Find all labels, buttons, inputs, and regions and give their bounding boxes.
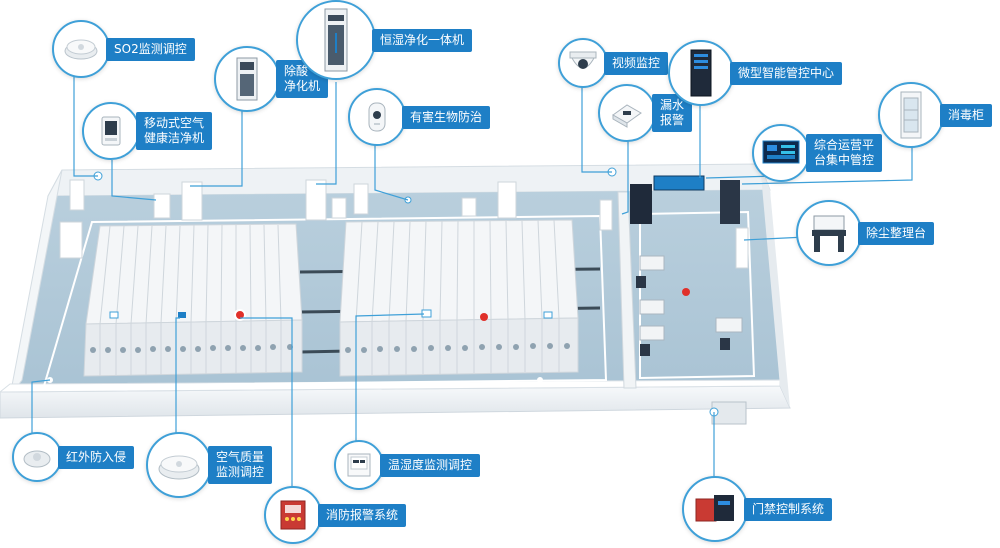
compact-shelving-left — [83, 223, 303, 377]
infrared-sensor-icon — [12, 432, 62, 482]
label-fire: 消防报警系统 — [318, 503, 407, 527]
callout-temp-hum: 温湿度监测调控 — [334, 440, 481, 490]
control-room — [630, 175, 749, 356]
callout-air-quality: 空气质量 监测调控 — [146, 432, 273, 498]
pest-control-device-icon — [348, 88, 406, 146]
round-sensor-icon — [52, 20, 110, 78]
callout-constant: 恒湿净化一体机 — [296, 0, 473, 80]
callout-dust: 除尘整理台 — [796, 200, 935, 266]
right-wall — [760, 164, 790, 408]
callout-fire: 消防报警系统 — [264, 486, 407, 544]
monitor-dashboard-icon — [752, 124, 810, 182]
label-disinfect: 消毒柜 — [940, 103, 993, 127]
compact-shelving-right — [339, 219, 579, 377]
callout-bio: 有害生物防治 — [348, 88, 491, 146]
callout-video: 视频监控 — [558, 38, 669, 88]
dust-table-icon — [796, 200, 862, 266]
label-infrared: 红外防入侵 — [58, 445, 135, 469]
floor-marking-left — [42, 214, 608, 388]
disinfection-cabinet-icon — [878, 82, 944, 148]
air-purifier-icon — [82, 102, 140, 160]
label-ops: 综合运营平 台集中管控 — [806, 134, 883, 172]
label-micro: 微型智能管控中心 — [730, 61, 843, 85]
callout-access: 门禁控制系统 — [682, 476, 833, 542]
label-air-quality: 空气质量 监测调控 — [208, 446, 273, 484]
leak-sensor-icon — [598, 84, 656, 142]
label-so2: SO2监测调控 — [106, 37, 195, 61]
callout-acid: 除酸 净化机 — [214, 46, 329, 112]
callout-micro: 微型智能管控中心 — [668, 40, 843, 106]
thermo-hygrometer-icon — [334, 440, 384, 490]
label-access: 门禁控制系统 — [744, 497, 833, 521]
callout-ops: 综合运营平 台集中管控 — [752, 124, 883, 182]
callout-so2: SO2监测调控 — [52, 20, 195, 78]
label-bio: 有害生物防治 — [402, 105, 491, 129]
label-dust: 除尘整理台 — [858, 221, 935, 245]
callout-disinfect: 消毒柜 — [878, 82, 993, 148]
access-controller-icon — [682, 476, 748, 542]
left-wall — [9, 169, 63, 397]
label-acid: 除酸 净化机 — [276, 60, 329, 98]
label-constant: 恒湿净化一体机 — [372, 28, 473, 52]
partition-wall — [617, 191, 637, 389]
dome-camera-icon — [558, 38, 608, 88]
acid-purifier-cabinet-icon — [214, 46, 280, 112]
humidity-cabinet-icon — [296, 0, 376, 80]
label-mobile-air: 移动式空气 健康洁净机 — [136, 112, 213, 150]
fire-alarm-panel-icon — [264, 486, 322, 544]
floor-marking-right — [639, 210, 756, 380]
callout-mobile-air: 移动式空气 健康洁净机 — [82, 102, 213, 160]
callout-infrared: 红外防入侵 — [12, 432, 135, 482]
smoke-detector-icon — [146, 432, 212, 498]
label-temp-hum: 温湿度监测调控 — [380, 453, 481, 477]
label-video: 视频监控 — [604, 51, 669, 75]
server-rack-icon — [668, 40, 734, 106]
